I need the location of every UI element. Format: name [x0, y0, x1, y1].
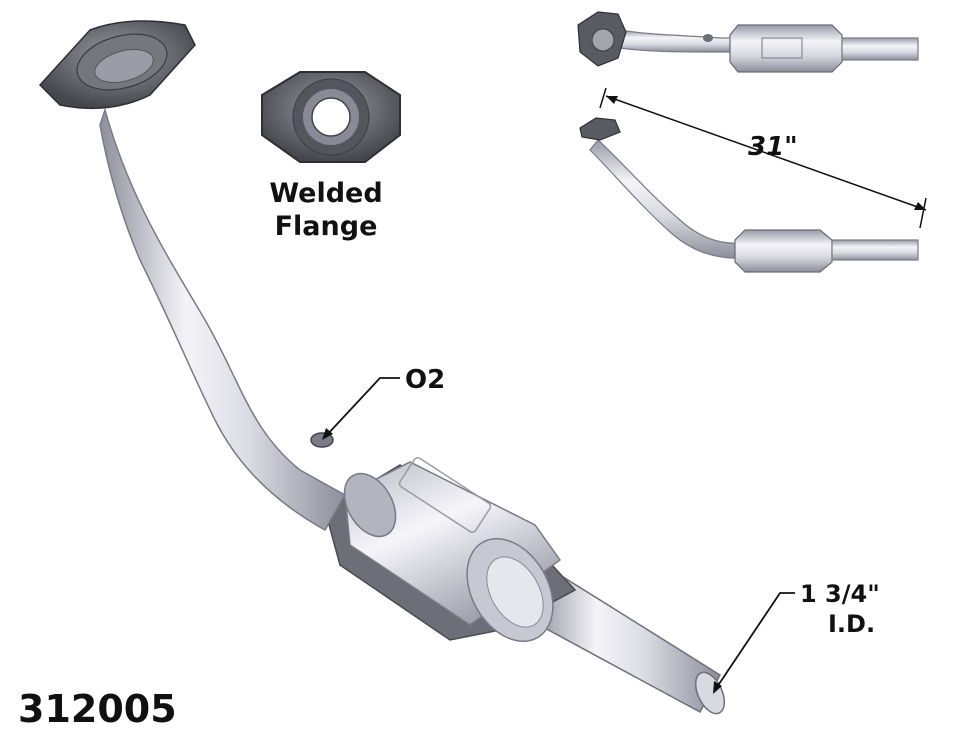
inlet-pipe — [99, 107, 347, 532]
overall-length-label: 31" — [748, 132, 798, 162]
pipe-size-leader-arrowhead — [713, 681, 722, 694]
top-view-logo — [761, 37, 803, 59]
pipe-size-leader-line — [714, 592, 795, 691]
overall-length-dimension — [599, 87, 927, 229]
inlet-flange — [38, 20, 196, 110]
flange-bore — [311, 97, 351, 137]
o2-leader-arrowhead — [322, 428, 333, 440]
outlet-pipe-opening — [694, 671, 726, 715]
main-converter-assembly — [38, 20, 726, 715]
welded-flange-detail — [261, 71, 401, 163]
side-view-flange — [579, 117, 621, 141]
flange-label-line2: Flange — [275, 211, 378, 242]
converter-body — [324, 457, 577, 643]
side-view-outlet — [831, 239, 919, 261]
part-number: 312005 — [18, 687, 177, 731]
top-view-outlet — [841, 37, 919, 61]
o2-leader-line — [324, 377, 400, 438]
pipe-size-line1: 1 3/4" — [800, 580, 880, 608]
flange-label-line1: Welded — [269, 178, 382, 209]
pipe-size-line2: I.D. — [828, 610, 875, 638]
top-view — [577, 11, 919, 73]
oem-logo-emboss — [398, 457, 492, 533]
o2-label: O2 — [405, 365, 445, 395]
side-view — [579, 117, 919, 273]
